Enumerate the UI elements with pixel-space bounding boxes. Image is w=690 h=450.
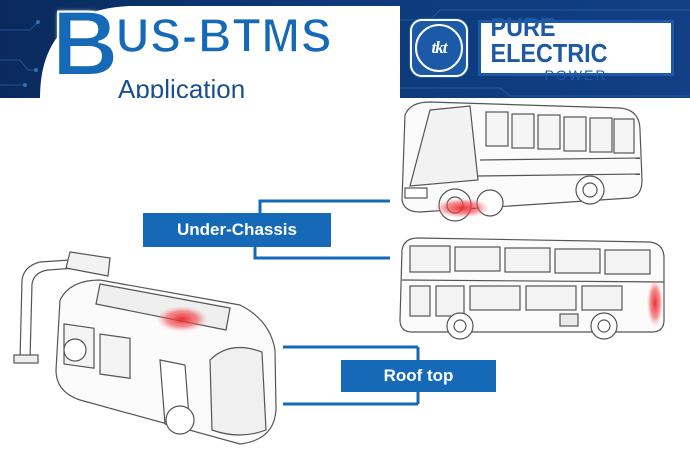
- brand-logo: tkt PURE ELECTRIC POWER: [410, 14, 680, 82]
- double-decker-bus-drawing: [399, 237, 665, 340]
- heat-zone-marker: [647, 279, 663, 327]
- connector-lines: [253, 199, 420, 406]
- page-subtitle: Application: [118, 74, 246, 98]
- header-banner: B US-BTMS Application tkt PURE ELECTRIC …: [0, 0, 690, 98]
- title-initial: B: [51, 0, 119, 95]
- roof-top-label: Roof top: [341, 360, 496, 392]
- logo-line-2: POWER: [544, 67, 608, 83]
- logo-line-1: PURE ELECTRIC: [490, 12, 608, 68]
- logo-emblem: tkt: [410, 19, 468, 77]
- title-block: B US-BTMS Application: [51, 0, 392, 98]
- logo-mark: tkt: [431, 38, 448, 57]
- charging-bus-drawing: [13, 251, 277, 445]
- under-chassis-label: Under-Chassis: [143, 213, 331, 247]
- logo-wordmark: PURE ELECTRIC POWER: [478, 14, 674, 82]
- heat-zone-marker: [156, 306, 208, 332]
- heat-zone-marker: [434, 198, 490, 218]
- page-title: US-BTMS: [115, 7, 333, 63]
